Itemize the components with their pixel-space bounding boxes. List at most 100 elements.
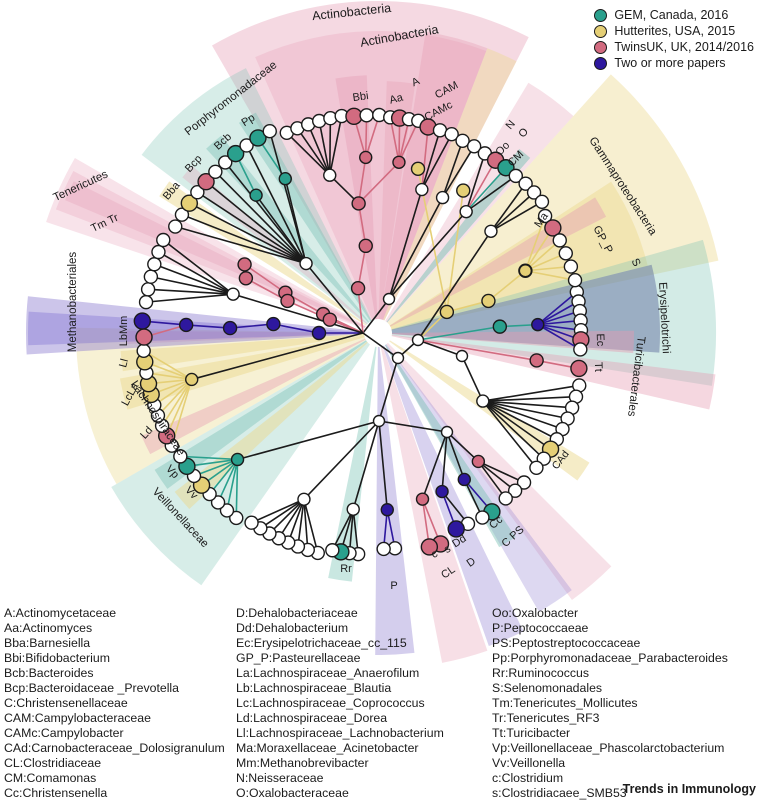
leaf-node (244, 515, 259, 530)
internal-node (372, 414, 386, 428)
branch-edge (357, 157, 367, 204)
abbreviation-entry: CL:Clostridiaceae (4, 756, 102, 770)
branch-edge (465, 167, 507, 213)
wedge-a-cam-strip (380, 31, 488, 320)
wedge-rr-strip (328, 346, 377, 582)
taxon-label-p: P (390, 580, 397, 592)
branch-edge (328, 115, 343, 176)
branch-edge (307, 124, 331, 176)
branch-edge (398, 120, 420, 163)
legend-color-dot-icon (594, 41, 608, 54)
chain-node-gp-branch-1 (456, 183, 471, 198)
abbreviation-entry: S:Selenomonadales (492, 681, 603, 695)
leaf-node (143, 269, 159, 284)
branch-edge (482, 400, 552, 450)
chain-node-methanobrevibacter (311, 325, 327, 341)
branch-edge (537, 310, 581, 326)
chain-node-methanobrevibacter (133, 312, 152, 330)
branch-edge (362, 332, 399, 359)
leaf-node (376, 541, 391, 557)
leaf-node (208, 164, 223, 179)
branch-edge (358, 161, 400, 204)
branch-edge (145, 293, 234, 303)
branch-edge (465, 175, 517, 213)
branch-edge (537, 300, 579, 326)
branch-edge (421, 133, 453, 190)
branch-edge (446, 431, 479, 463)
branch-edge (328, 118, 332, 176)
abbreviation-entry: Ec:Erysipelotrichaceae_cc_115 (236, 636, 407, 650)
branch-edge (259, 498, 305, 529)
abbreviation-entry: D:Dehalobacteriaceae (236, 606, 358, 620)
abbreviation-entry: Bcp:Bacteroidaceae _Prevotella (4, 681, 179, 695)
hub-camc-fan (415, 182, 429, 197)
branch-edge (297, 499, 305, 547)
leaf-node (508, 168, 524, 184)
branch-edge (188, 202, 307, 265)
branch-edge (482, 395, 577, 402)
branch-edge (214, 171, 307, 265)
branch-edge (255, 194, 307, 265)
leaf-node (526, 185, 542, 200)
wedge-vv-strip (174, 341, 368, 509)
leaf-node (229, 510, 244, 526)
leaf-node (552, 233, 567, 248)
branch-edge (284, 178, 307, 264)
stray-node (249, 188, 263, 202)
abbreviation-entry: CAMc:Campylobacter (4, 726, 124, 740)
abbreviation-entry: CAM:Campylobacteraceae (4, 711, 151, 725)
branch-edge (421, 431, 448, 500)
abbreviation-entry: Dd:Dehalobacterium (236, 621, 349, 635)
chain-node-turicibacter-chain (570, 359, 588, 378)
leaf-node (168, 219, 183, 234)
branch-edge (348, 509, 355, 554)
branch-edge (482, 384, 580, 402)
chain-node-tenericutes-tm (237, 257, 252, 272)
abbreviation-entry: c:Clostridium (492, 771, 564, 785)
branch-edge (153, 378, 193, 406)
branch-edge (296, 127, 331, 176)
wedge-turicibacterales (391, 334, 716, 410)
abbreviation-entry: O:Oxalobacteraceae (236, 786, 349, 800)
taxon-label-c: c (429, 548, 440, 561)
leaf-node (518, 176, 533, 191)
branch-edge (237, 420, 380, 461)
chain-node-actinobacteria-chain (351, 196, 366, 211)
branch-edge (441, 140, 464, 198)
branch-edge (161, 379, 193, 427)
wedge-ll-strip (120, 333, 365, 372)
leaf-node (136, 343, 151, 359)
leaf-c (420, 538, 439, 556)
hub-lachnospiraceae-fan (185, 372, 199, 387)
wedge-pp-strip (238, 112, 372, 322)
branch-edge (180, 455, 238, 461)
branch-edge (524, 239, 561, 272)
leaf-node (466, 139, 482, 154)
abbreviation-entry: GP_P:Pasteurellaceae (236, 651, 361, 665)
branch-edge (352, 420, 380, 510)
leaf-node (173, 449, 188, 464)
hub-aa-fan (392, 155, 406, 169)
branch-edge (441, 145, 475, 199)
leaf-node (558, 246, 573, 261)
branch-edge (490, 183, 527, 232)
leaf-Ma (544, 219, 562, 237)
abbreviation-entry: A:Actinomycetaceae (4, 606, 117, 620)
branch-edge (477, 460, 516, 492)
abbreviation-entry: CM:Comamonas (4, 771, 97, 785)
legend-item-label: Hutterites, USA, 2015 (614, 24, 736, 38)
branch-edge (482, 400, 563, 430)
abbreviation-entry: Ll:Lachnospiraceae_Lachnobacterium (236, 726, 444, 740)
branch-edge (154, 263, 234, 295)
abbreviation-entry: Ld:Lachnospiraceae_Dorea (236, 711, 388, 725)
branch-edge (364, 114, 381, 158)
leaf-node (138, 294, 154, 310)
branch-edge (148, 288, 234, 295)
hub-ps-fan (471, 454, 486, 469)
branch-edge (388, 211, 467, 300)
branch-edge (217, 459, 239, 503)
hub-p-fan (380, 503, 394, 517)
taxon-label-ll: Ll (117, 358, 131, 369)
hub-cc-fan (457, 472, 471, 487)
